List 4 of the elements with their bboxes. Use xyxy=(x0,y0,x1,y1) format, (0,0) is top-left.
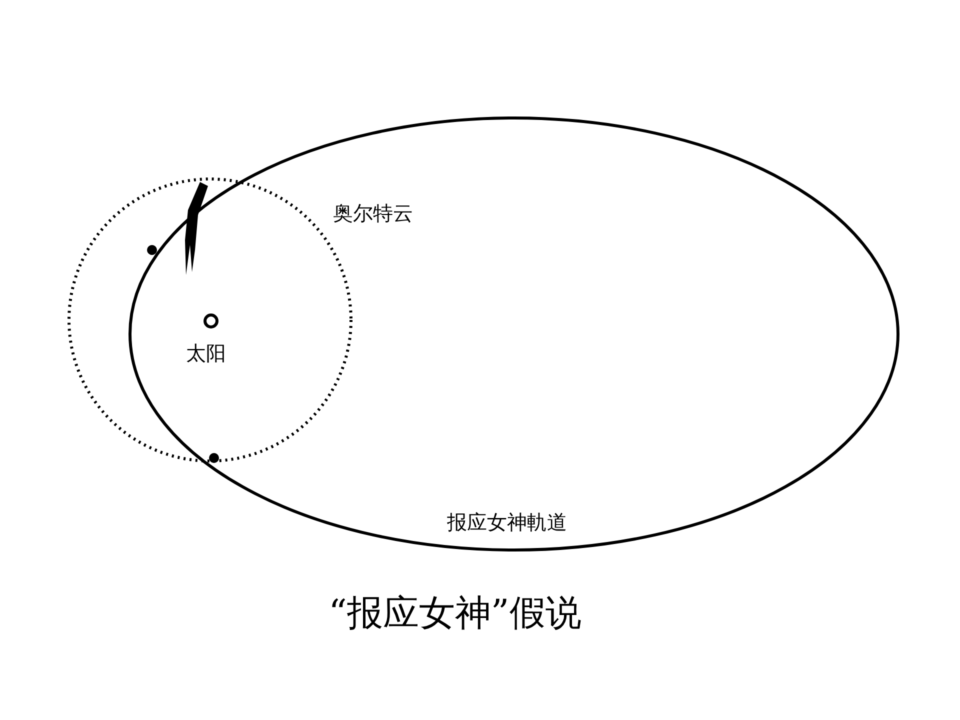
caption: “报应女神”假说 xyxy=(328,596,582,632)
label-text: 奥尔特云 xyxy=(333,203,413,223)
label-text: 报应女神軌道 xyxy=(447,512,567,532)
label-text: 太阳 xyxy=(186,343,226,363)
